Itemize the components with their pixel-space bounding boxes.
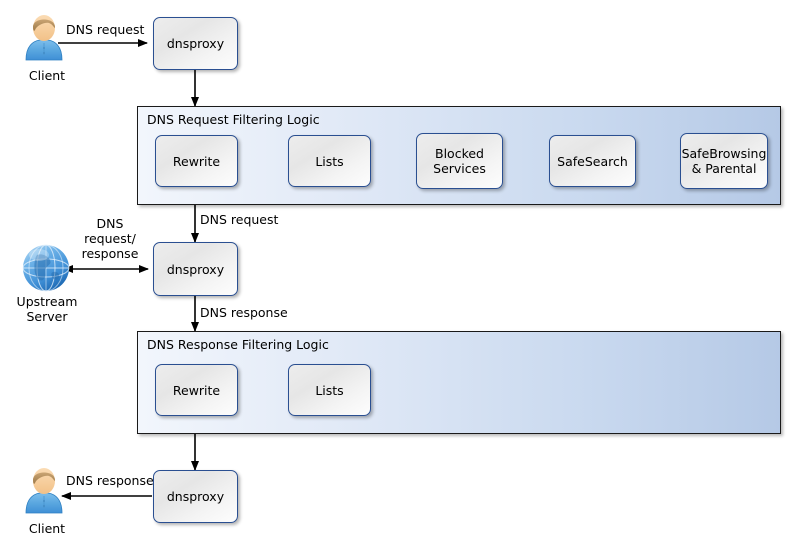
node-lists-response[interactable]: Lists (288, 364, 371, 416)
user-icon (25, 15, 63, 61)
panel-title-response-filtering: DNS Response Filtering Logic (147, 337, 329, 352)
node-safebrowsing-parental[interactable]: SafeBrowsing & Parental (680, 133, 768, 189)
node-label: Lists (315, 153, 344, 169)
globe-icon (22, 244, 70, 292)
edge-label-line2: request/ (84, 231, 136, 246)
edge-label-dnsproxy-to-response-panel: DNS response (200, 305, 288, 320)
actor-label-line2: Server (26, 309, 68, 324)
node-label: Rewrite (172, 153, 221, 169)
node-label-line1: SafeBrowsing (681, 146, 767, 161)
edge-label-line1: DNS (96, 216, 124, 231)
actor-label-client-bottom: Client (28, 521, 66, 536)
actor-label-line1: Upstream (16, 294, 78, 309)
node-blocked-services[interactable]: Blocked Services (416, 133, 503, 189)
user-icon (25, 468, 63, 514)
node-lists-request[interactable]: Lists (288, 135, 371, 187)
node-dnsproxy-bottom[interactable]: dnsproxy (153, 470, 238, 523)
edge-label-dnsproxy-to-client: DNS response (66, 473, 154, 488)
node-label-line1: Blocked (435, 146, 484, 161)
actor-label-client-top: Client (28, 68, 66, 83)
node-label: Lists (315, 382, 344, 398)
node-label-line2: & Parental (691, 161, 757, 176)
edge-label-client-to-dnsproxy: DNS request (66, 22, 145, 37)
actor-label-upstream-server: Upstream Server (8, 294, 86, 324)
node-label: dnsproxy (166, 261, 225, 277)
node-dnsproxy-middle[interactable]: dnsproxy (153, 242, 238, 296)
node-label: dnsproxy (166, 36, 225, 51)
panel-response-filtering: DNS Response Filtering Logic (137, 331, 781, 434)
node-label: dnsproxy (166, 489, 225, 504)
node-dnsproxy-top[interactable]: dnsproxy (153, 17, 238, 70)
edge-label-line3: response (81, 246, 139, 261)
edge-label-upstream-exchange: DNS request/ response (72, 216, 148, 261)
node-rewrite-request[interactable]: Rewrite (155, 135, 238, 187)
node-label: Rewrite (172, 382, 221, 398)
node-label: SafeSearch (557, 153, 628, 169)
node-rewrite-response[interactable]: Rewrite (155, 364, 238, 416)
panel-title-request-filtering: DNS Request Filtering Logic (147, 112, 320, 127)
node-label-line2: Services (433, 161, 486, 176)
edge-label-dnsproxy-to-request-panel: DNS request (200, 212, 279, 227)
node-safesearch[interactable]: SafeSearch (549, 135, 636, 187)
